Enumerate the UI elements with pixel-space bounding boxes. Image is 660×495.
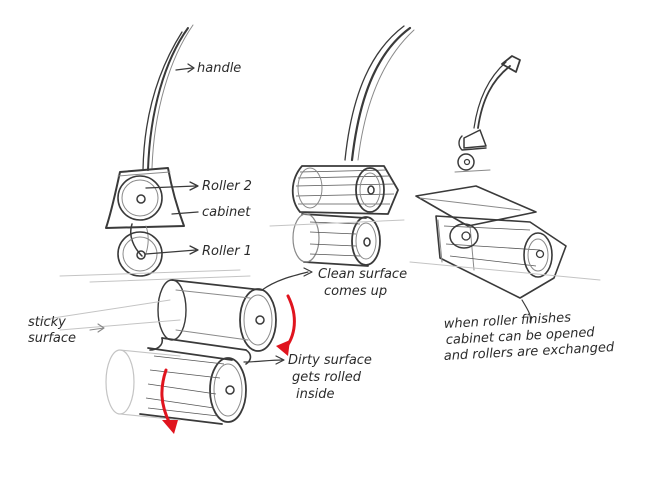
label-roller-1: Roller 1: [202, 244, 252, 259]
label-handle: handle: [197, 61, 241, 76]
side-view-sketch: [59, 24, 251, 283]
label-sticky-line1: sticky: [28, 315, 66, 330]
label-clean-surface-line2: comes up: [324, 284, 387, 299]
small-handle-sketch: [454, 55, 521, 173]
note-line1: when roller finishes: [443, 310, 571, 332]
perspective-sketch: [269, 25, 415, 267]
label-cabinet: cabinet: [202, 205, 251, 220]
opened-cabinet-sketch: [409, 185, 601, 323]
label-dirty-surface-line1: Dirty surface: [288, 353, 372, 368]
label-roller-2: Roller 2: [202, 179, 252, 194]
label-dirty-surface-line2: gets rolled: [292, 370, 362, 385]
label-sticky-line2: surface: [28, 331, 76, 346]
label-clean-surface-line1: Clean surface: [318, 267, 407, 282]
label-dirty-surface-line3: inside: [296, 387, 335, 402]
large-rollers-sketch: [39, 267, 313, 434]
